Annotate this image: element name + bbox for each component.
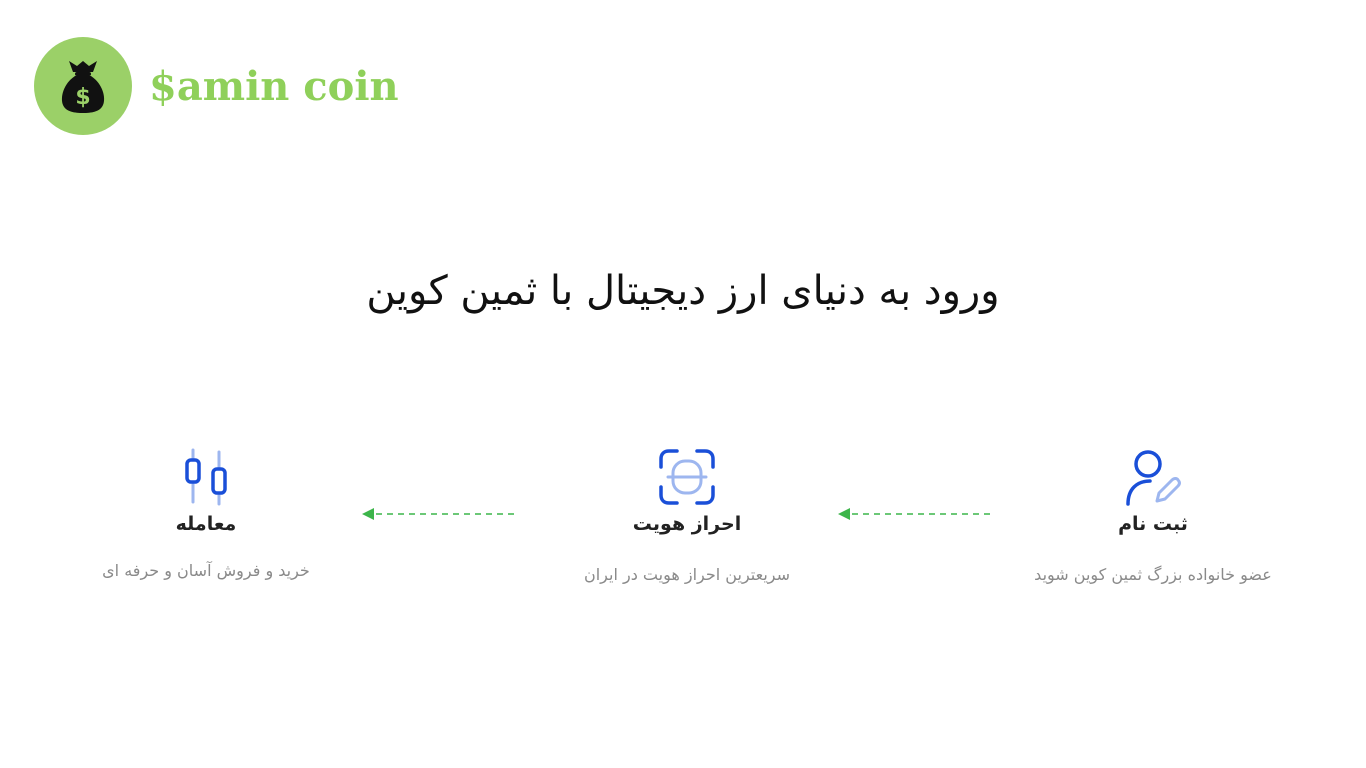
step-register-description: عضو خانواده بزرگ ثمین کوین شوید: [1034, 565, 1272, 584]
step-register[interactable]: ثبت نام عضو خانواده بزرگ ثمین کوین شوید: [1003, 447, 1303, 584]
step-trade-description: خرید و فروش آسان و حرفه ای: [102, 561, 310, 580]
step-trade-title: معامله: [175, 513, 237, 535]
step-register-title: ثبت نام: [1118, 513, 1188, 535]
step-trade[interactable]: معامله خرید و فروش آسان و حرفه ای: [56, 447, 356, 580]
dashed-arrow-left-icon: [362, 508, 514, 520]
dashed-arrow-left-icon: [838, 508, 990, 520]
candlestick-chart-icon: [185, 448, 227, 506]
money-bag-icon: $: [61, 61, 105, 113]
step-identity-description: سریعترین احراز هویت در ایران: [583, 565, 790, 584]
brand-logo-link[interactable]: $ $amin coin: [34, 37, 399, 135]
logo-badge: $: [34, 37, 132, 135]
svg-text:$: $: [75, 85, 90, 110]
scan-identity-icon: [659, 449, 715, 505]
user-edit-icon: [1126, 450, 1181, 506]
step-identity[interactable]: احراز هویت سریعترین احراز هویت در ایران: [537, 447, 837, 584]
brand-name: $amin coin: [149, 62, 399, 110]
hero-title: ورود به دنیای ارز دیجیتال با ثمین کوین: [366, 268, 1000, 314]
step-identity-title: احراز هویت: [632, 513, 742, 535]
